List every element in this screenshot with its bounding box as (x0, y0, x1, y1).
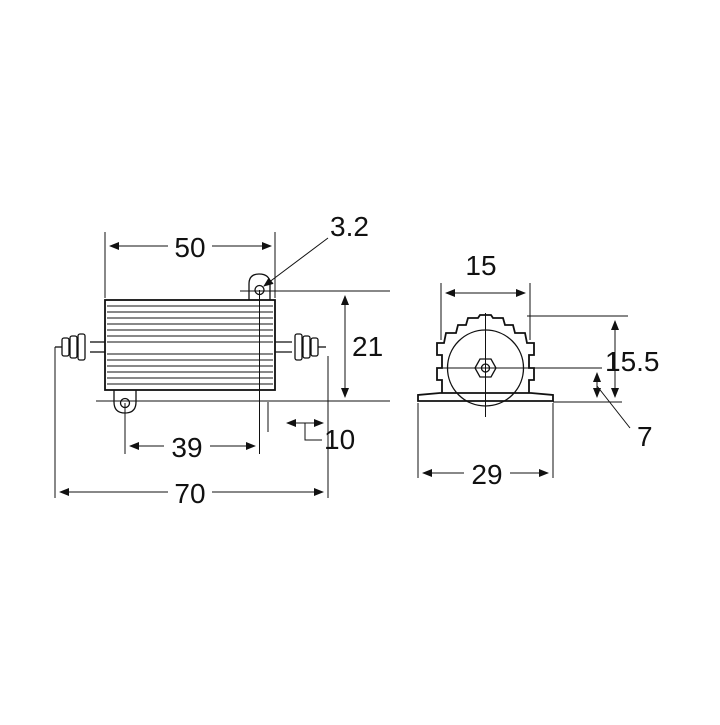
dim-hole-spacing-label: 39 (171, 432, 202, 463)
dim-base-width-label: 29 (471, 459, 502, 490)
dim-hole-diameter-label: 3.2 (330, 211, 369, 242)
dim-base-height-label: 7 (637, 421, 653, 452)
dim-length-body: 50 (109, 232, 272, 263)
dim-base-width: 29 (422, 459, 549, 490)
base-plate (417, 392, 554, 402)
end-extension-lines (417, 283, 628, 478)
dim-base-height: 7 (593, 372, 653, 452)
right-terminal (275, 333, 326, 361)
body-fins (107, 305, 273, 385)
end-view: 15 15.5 7 29 (417, 250, 660, 490)
dim-height-center: 15.5 (605, 320, 660, 398)
dim-hole-spacing: 39 (129, 432, 256, 463)
side-view: 50 3.2 21 39 10 70 (54, 211, 390, 509)
dim-hole-diameter: 3.2 (263, 211, 369, 287)
dim-terminal-offset: 10 (286, 419, 355, 455)
dim-terminal-offset-label: 10 (324, 424, 355, 455)
dim-height-body: 21 (341, 295, 383, 398)
left-terminal (55, 333, 105, 361)
dim-length-total-label: 70 (174, 478, 205, 509)
dim-height-body-label: 21 (352, 331, 383, 362)
resistor-body (104, 299, 276, 391)
dim-length-body-label: 50 (174, 232, 205, 263)
dim-fin-width-label: 15 (465, 250, 496, 281)
dim-height-center-label: 15.5 (605, 346, 660, 377)
side-extension-lines (54, 232, 390, 498)
dim-length-total: 70 (59, 478, 324, 509)
dim-fin-width: 15 (445, 250, 526, 297)
